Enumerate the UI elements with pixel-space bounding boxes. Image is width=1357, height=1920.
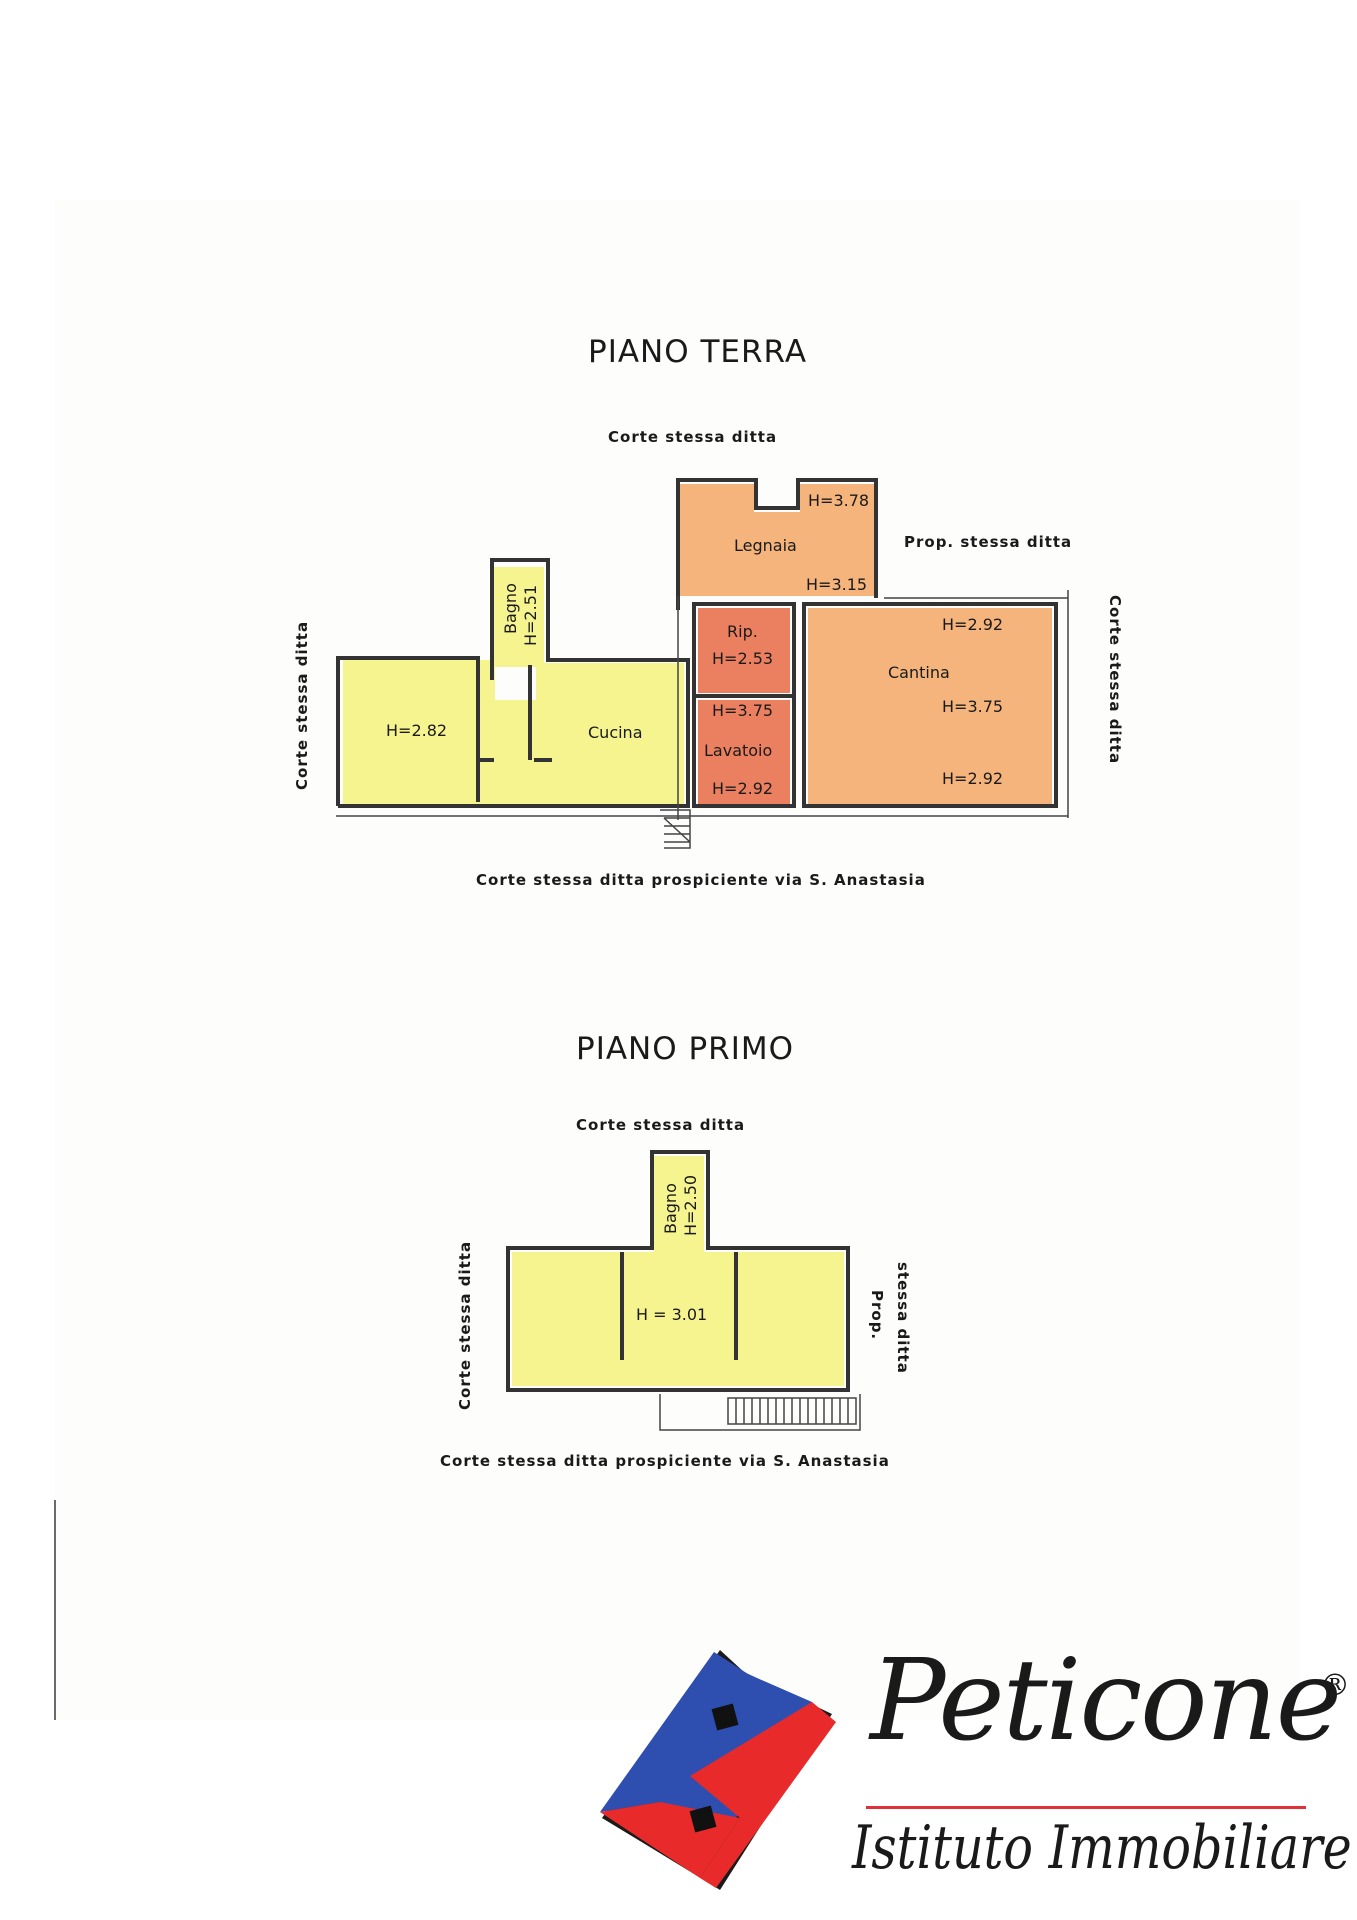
- cantina-height-top: H=2.92: [942, 615, 1003, 634]
- wall-cantina: [802, 602, 1058, 808]
- room-left: [343, 660, 495, 804]
- peticone-logo-mark: [600, 1650, 836, 1890]
- wall-bagno-cucina: [338, 558, 690, 808]
- first-stair: [727, 1397, 857, 1425]
- room-rip: [698, 608, 790, 693]
- wall-partition-1: [478, 665, 552, 762]
- first-bagno: [654, 1156, 704, 1256]
- first-south-context: Corte stessa ditta prospiciente via S. A…: [440, 1452, 890, 1470]
- ground-floor-title: PIANO TERRA: [588, 334, 807, 370]
- cantina-height-mid: H=3.75: [942, 697, 1003, 716]
- logo-blue-face: [600, 1652, 812, 1842]
- rip-height: H=2.53: [712, 649, 773, 668]
- registered-mark: ®: [1320, 1668, 1350, 1703]
- room-lavatoio: [698, 700, 790, 804]
- room-bagno: [494, 567, 544, 667]
- first-partitions: [620, 1252, 738, 1360]
- bagno-height: H=2.51: [521, 585, 540, 646]
- cucina-label: Cucina: [588, 723, 643, 742]
- ground-north-context: Corte stessa ditta: [608, 428, 777, 446]
- first-west-context: Corte stessa ditta: [456, 1241, 474, 1410]
- cantina-label: Cantina: [888, 663, 950, 682]
- sheet-edge-line: [54, 1500, 56, 1720]
- wall-rip-lavatoio: [692, 602, 796, 808]
- first-east-context-line1: Prop.: [868, 1290, 886, 1340]
- first-floor-title: PIANO PRIMO: [576, 1031, 794, 1067]
- ground-east-context: Corte stessa ditta: [1106, 595, 1124, 764]
- logo-red-face: [690, 1702, 836, 1888]
- first-bagno-label: Bagno: [661, 1183, 680, 1234]
- logo-square-top: [711, 1703, 739, 1731]
- ground-floor-plan: PIANO TERRA Corte stessa ditta Prop. ste…: [293, 334, 1124, 889]
- ground-west-context: Corte stessa ditta: [293, 621, 311, 790]
- legnaia-height-top: H=3.78: [808, 491, 869, 510]
- wall-left-room: [336, 656, 480, 806]
- first-balcony: [659, 1394, 861, 1431]
- first-main-room: [512, 1252, 844, 1386]
- first-east-context-line2: stessa ditta: [894, 1262, 912, 1374]
- room-left-height: H=2.82: [386, 721, 447, 740]
- cantina-height-bottom: H=2.92: [942, 769, 1003, 788]
- first-bagno-height: H=2.50: [681, 1175, 700, 1236]
- lavatoio-height-bottom: H=2.92: [712, 779, 773, 798]
- ground-south-context: Corte stessa ditta prospiciente via S. A…: [476, 871, 926, 889]
- room-cantina: [808, 608, 1052, 804]
- logo-square-bottom: [689, 1805, 717, 1833]
- ground-east-top-context: Prop. stessa ditta: [904, 533, 1072, 551]
- lavatoio-label: Lavatoio: [704, 741, 772, 760]
- wall-legnaia: [676, 478, 878, 610]
- plan-sheet: [55, 200, 1300, 1720]
- logo-brand-name: Peticone: [870, 1636, 1342, 1766]
- first-walls: [506, 1150, 850, 1392]
- logo-divider-line: [866, 1806, 1306, 1809]
- rip-label: Rip.: [727, 622, 758, 641]
- logo-tagline: Istituto Immobiliare: [852, 1813, 1352, 1883]
- first-floor-plan: PIANO PRIMO Corte stessa ditta Corte ste…: [440, 1031, 912, 1470]
- legnaia-height-bottom: H=3.15: [806, 575, 867, 594]
- room-cucina: [536, 663, 684, 804]
- legnaia-label: Legnaia: [734, 536, 797, 555]
- lavatoio-height-top: H=3.75: [712, 701, 773, 720]
- first-main-height: H = 3.01: [636, 1305, 707, 1324]
- first-north-context: Corte stessa ditta: [576, 1116, 745, 1134]
- outer-boundary: [336, 590, 1069, 820]
- ground-stair: [660, 809, 691, 849]
- bagno-label: Bagno: [501, 583, 520, 634]
- room-legnaia: [680, 484, 874, 596]
